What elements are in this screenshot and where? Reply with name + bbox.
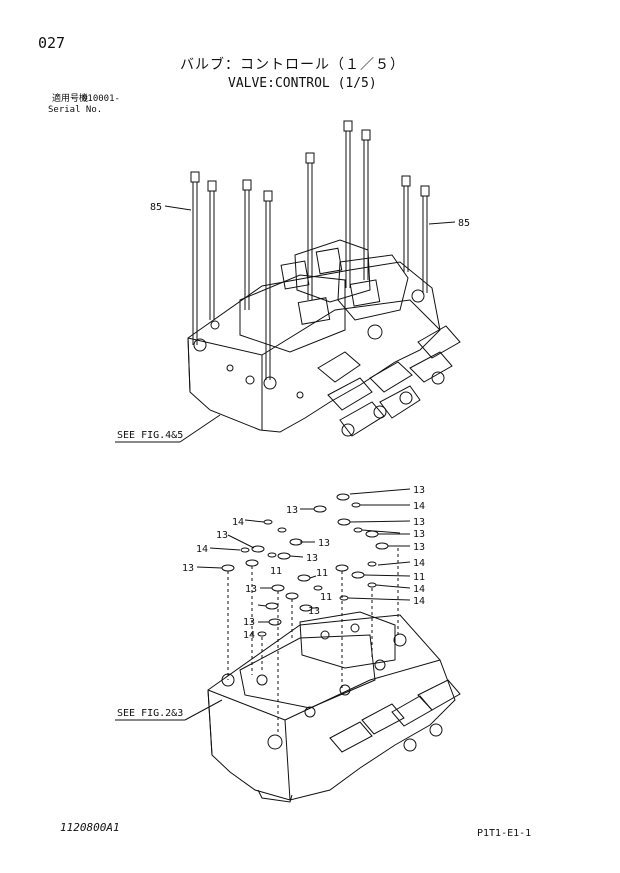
upper-valve-assembly (115, 239, 461, 443)
label-13: 13 (286, 505, 298, 516)
label-13: 13 (216, 530, 228, 541)
serial-label-japanese: 適用号機 (52, 94, 89, 104)
page-number: 027 (38, 34, 66, 52)
label-13: 13 (413, 485, 425, 496)
label-13: 13 (413, 542, 425, 553)
bolt (305, 152, 315, 300)
label-11: 11 (413, 572, 425, 583)
label-14: 14 (413, 584, 425, 595)
part-number-labels: 85 85 13 14 13 13 14 13 13 13 13 14 13 1… (150, 202, 470, 641)
label-14: 14 (413, 596, 425, 607)
label-85-right: 85 (458, 218, 470, 229)
serial-label-english: Serial No. (48, 105, 103, 115)
label-13: 13 (245, 584, 257, 595)
label-85-left: 85 (150, 202, 162, 213)
serial-number: 010001- (82, 94, 120, 104)
label-11: 11 (320, 592, 332, 603)
bolt (420, 185, 430, 293)
label-11: 11 (270, 566, 282, 577)
label-14: 14 (413, 501, 425, 512)
label-11: 11 (316, 568, 328, 579)
label-13: 13 (413, 517, 425, 528)
page-code: P1T1-E1-1 (477, 828, 532, 839)
label-13: 13 (318, 538, 330, 549)
spool-caps-lower (329, 679, 461, 753)
spool-caps-upper (317, 325, 461, 437)
label-13: 13 (306, 553, 318, 564)
label-13: 13 (182, 563, 194, 574)
drawing-number: 1120800A1 (60, 821, 120, 834)
title-japanese: バルブ：コントロール（１／５） (180, 57, 405, 73)
label-13: 13 (308, 606, 320, 617)
bolt (401, 175, 411, 272)
see-fig-reference-upper: SEE FIG.4&5 (117, 430, 184, 441)
label-14: 14 (196, 544, 208, 555)
bolt (343, 120, 353, 288)
bolt (361, 129, 371, 280)
label-14: 14 (232, 517, 244, 528)
bolt (242, 179, 252, 310)
o-rings (196, 488, 411, 735)
label-13: 13 (243, 617, 255, 628)
title-english: VALVE:CONTROL (1/5) (228, 76, 377, 91)
lower-valve-assembly (115, 611, 461, 803)
label-14: 14 (413, 558, 425, 569)
label-14: 14 (243, 630, 255, 641)
see-fig-reference-lower: SEE FIG.2&3 (117, 708, 184, 719)
bolt (263, 190, 273, 380)
label-13: 13 (413, 529, 425, 540)
bolt (190, 171, 200, 345)
bolt (207, 180, 217, 320)
bolts-85 (164, 120, 456, 380)
